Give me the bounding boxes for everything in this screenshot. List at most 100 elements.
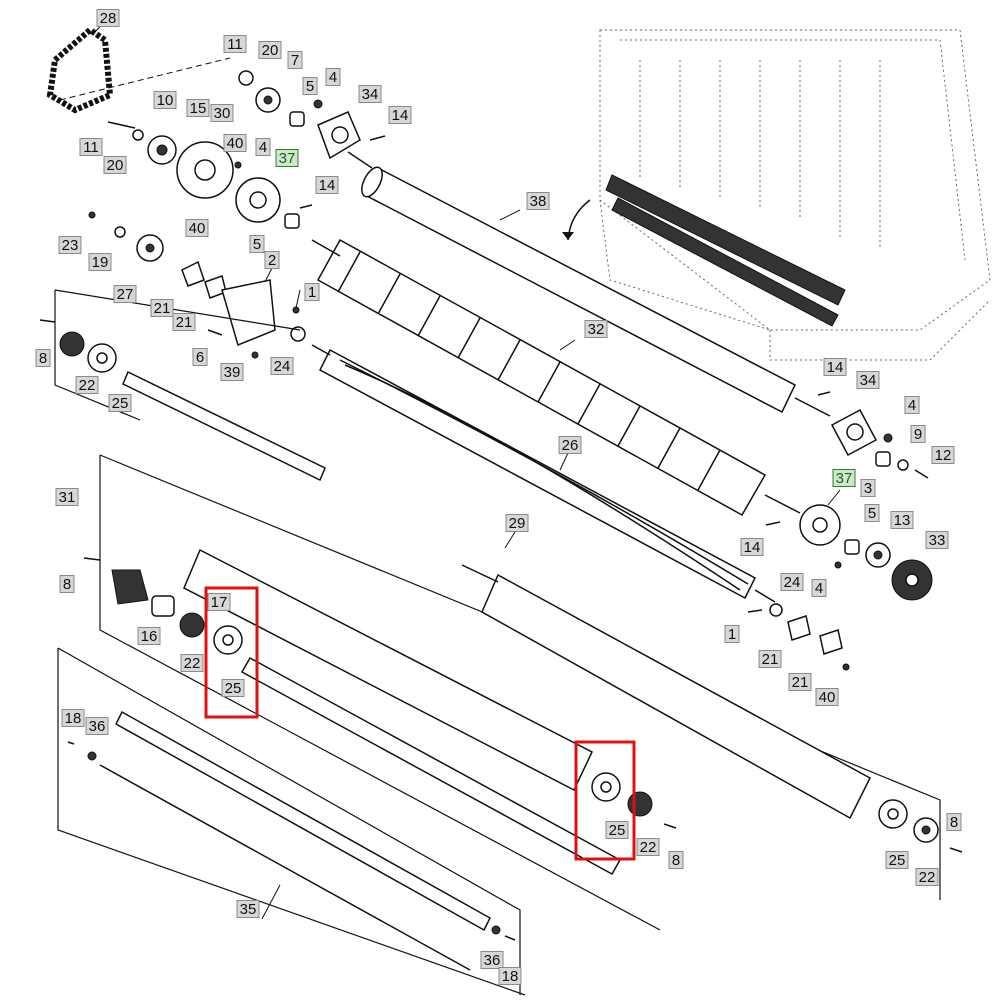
callout-21: 21: [788, 673, 812, 691]
callout-text: 38: [530, 193, 547, 210]
callout-text: 25: [112, 395, 129, 412]
callout-text: 14: [744, 539, 761, 556]
callout-box: [505, 514, 529, 532]
callout-text: 30: [214, 105, 231, 122]
callout-4: 4: [811, 579, 827, 597]
callout-box: [584, 320, 608, 338]
callout-box: [255, 138, 271, 156]
callout-box: [192, 348, 208, 366]
callout-34: 34: [856, 371, 880, 389]
callout-text: 22: [640, 839, 657, 856]
callout-text: 9: [914, 426, 922, 443]
callout-22: 22: [75, 376, 99, 394]
callout-text: 8: [950, 814, 958, 831]
callout-28: 28: [96, 9, 120, 27]
callout-box: [153, 91, 177, 109]
callout-text: 4: [908, 397, 916, 414]
callout-14: 14: [315, 176, 339, 194]
callout-25: 25: [605, 821, 629, 839]
callout-18: 18: [61, 709, 85, 727]
callout-3: 3: [860, 479, 876, 497]
callout-29: 29: [505, 514, 529, 532]
callout-text: 40: [819, 689, 836, 706]
callout-text: 37: [279, 150, 296, 167]
callout-text: 40: [189, 220, 206, 237]
callout-text: 22: [919, 869, 936, 886]
callout-text: 20: [107, 157, 124, 174]
callout-box: [931, 446, 955, 464]
callout-text: 32: [588, 321, 605, 338]
callout-text: 31: [59, 489, 76, 506]
callout-text: 18: [502, 968, 519, 985]
callout-text: 23: [62, 237, 79, 254]
callout-1: 1: [724, 625, 740, 643]
callout-text: 12: [935, 447, 952, 464]
callout-box: [207, 593, 231, 611]
callout-text: 40: [227, 135, 244, 152]
callout-box: [811, 579, 827, 597]
callout-6: 6: [192, 348, 208, 366]
callout-40: 40: [185, 219, 209, 237]
callout-box: [890, 511, 914, 529]
callout-box: [287, 51, 303, 69]
callout-text: 11: [83, 139, 99, 156]
right-drive-parts: [747, 391, 933, 671]
callout-box: [150, 299, 174, 317]
callout-21: 21: [172, 313, 196, 331]
callout-text: 4: [259, 139, 267, 156]
upper-roller: [347, 151, 831, 417]
callout-text: 25: [225, 680, 242, 697]
callout-text: 13: [894, 512, 911, 529]
callout-text: 8: [672, 852, 680, 869]
callout-text: 21: [176, 314, 193, 331]
callout-box: [860, 479, 876, 497]
callout-12: 12: [931, 446, 955, 464]
callout-14: 14: [823, 358, 847, 376]
callout-box: [758, 650, 782, 668]
callout-text: 25: [889, 852, 906, 869]
callout-text: 22: [79, 377, 96, 394]
callout-box: [558, 436, 582, 454]
callout-text: 6: [196, 349, 204, 366]
callout-24: 24: [780, 573, 804, 591]
shaft-group-frame-2: [83, 454, 963, 931]
callout-box: [108, 394, 132, 412]
callout-text: 37: [836, 470, 853, 487]
callout-text: 8: [39, 350, 47, 367]
callout-38: 38: [526, 192, 550, 210]
callout-22: 22: [915, 868, 939, 886]
callout-box: [823, 358, 847, 376]
callout-11: 11: [79, 138, 103, 156]
shaft-group-frame-3: [57, 647, 526, 996]
callout-box: [304, 283, 320, 301]
callout-text: 26: [562, 437, 579, 454]
callout-box: [780, 573, 804, 591]
callout-box: [85, 717, 109, 735]
callout-text: 35: [240, 901, 257, 918]
callout-text: 5: [306, 78, 314, 95]
callout-25: 25: [885, 851, 909, 869]
callout-2: 2: [264, 251, 280, 269]
callout-40: 40: [223, 134, 247, 152]
callout-36: 36: [480, 951, 504, 969]
callout-box: [904, 396, 920, 414]
callout-34: 34: [358, 85, 382, 103]
callout-text: 24: [784, 574, 801, 591]
callout-text: 18: [65, 710, 82, 727]
callout-text: 11: [227, 36, 243, 53]
callout-26: 26: [558, 436, 582, 454]
callout-box: [236, 900, 260, 918]
drive-chain: [46, 26, 114, 114]
callout-23: 23: [58, 236, 82, 254]
callout-text: 8: [63, 576, 71, 593]
callout-box: [788, 673, 812, 691]
callout-5: 5: [302, 77, 318, 95]
callout-40: 40: [815, 688, 839, 706]
callout-text: 16: [141, 628, 158, 645]
callout-4: 4: [325, 68, 341, 86]
callout-box: [223, 35, 247, 53]
callout-box: [498, 967, 522, 985]
callout-text: 21: [792, 674, 809, 691]
callout-25: 25: [108, 394, 132, 412]
